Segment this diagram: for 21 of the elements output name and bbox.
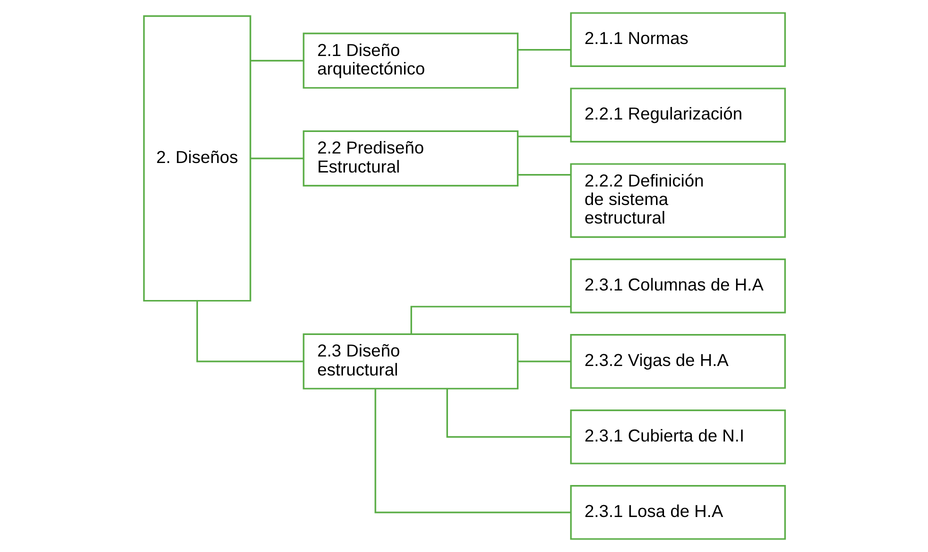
node-box: 2.2.2 Definición de sistema estructural [570,163,786,238]
connector [374,388,570,514]
connector [250,158,303,160]
node-box: 2.3.1 Losa de H.A [570,484,786,540]
connector [517,360,570,362]
node-box: 2.2 Prediseño Estructural [302,130,518,186]
node-box: 2.3.1 Columnas de H.A [570,258,786,314]
node-box: 2.3.1 Cubierta de N.I [570,409,786,464]
node-box: 2.3.2 Vigas de H.A [570,334,786,389]
node-box: 2.3 Diseño estructural [302,333,518,390]
node-box: 2.1 Diseño arquitectónico [302,32,518,89]
connector [410,306,570,334]
node-box: 2.2.1 Regularización [570,88,786,143]
connector [250,60,303,62]
connector [517,49,570,51]
connector [196,301,304,362]
connector [517,174,570,176]
node-box: 2.1.1 Normas [570,12,786,68]
connector [446,388,570,438]
connector [517,136,570,138]
node-box: 2. Diseños [142,15,251,302]
